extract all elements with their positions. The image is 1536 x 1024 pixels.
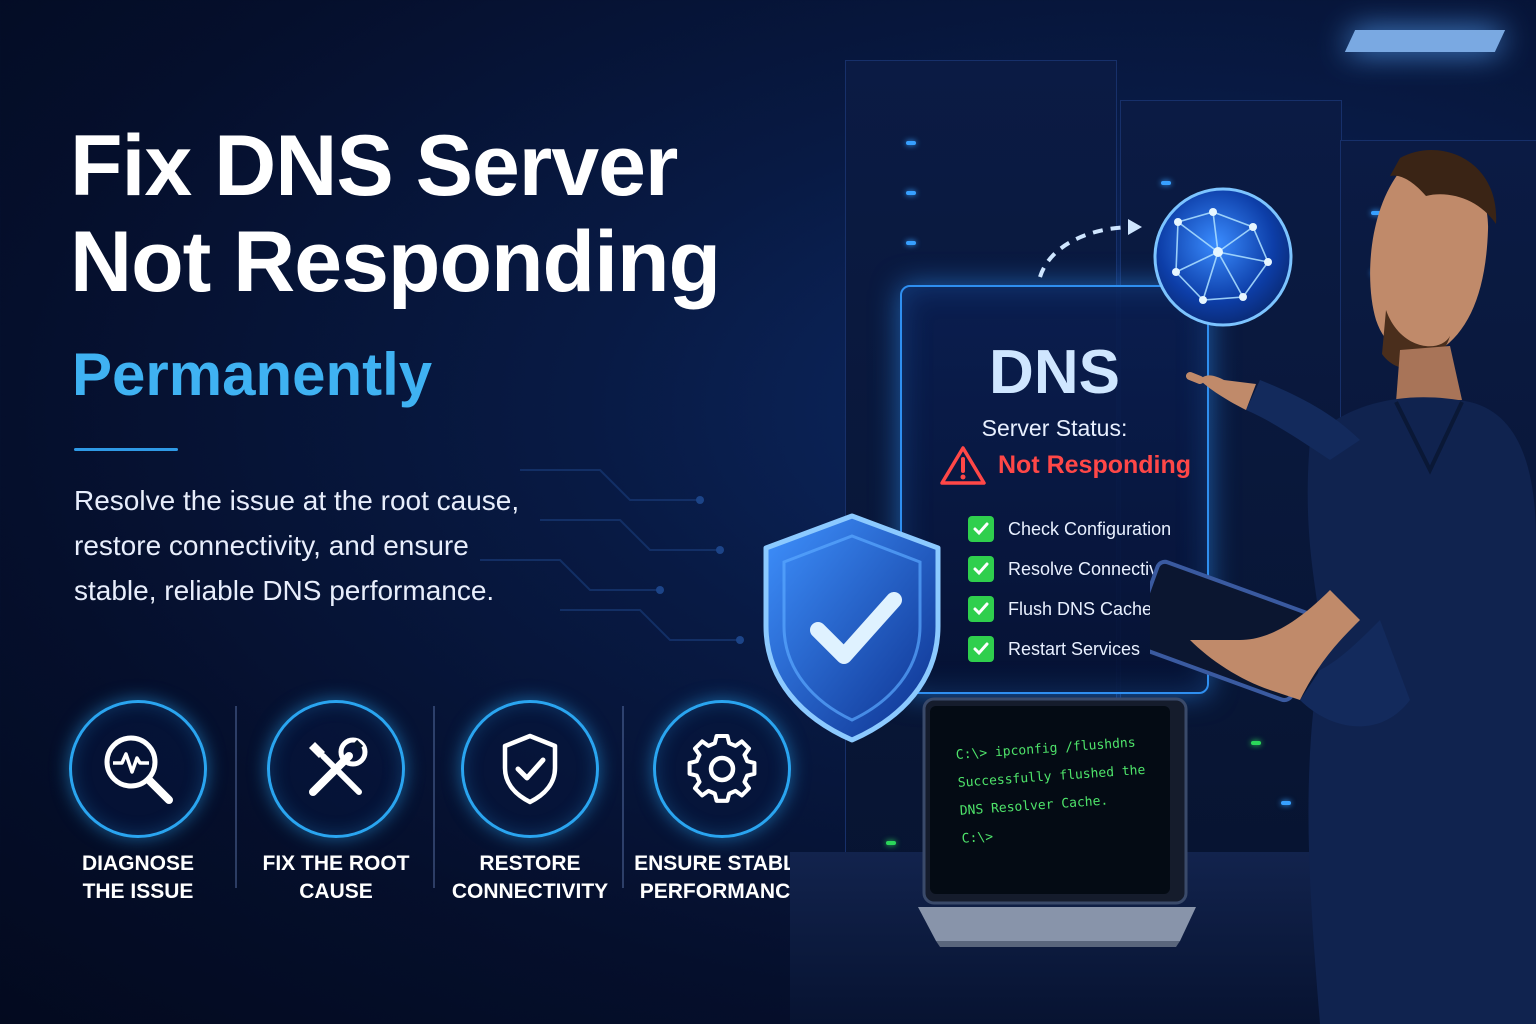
gear-icon [687, 733, 757, 803]
feature-divider [433, 706, 435, 888]
checklist-label: Restart Services [1008, 638, 1141, 659]
feature-diagnose: DIAGNOSE THE ISSUE [38, 700, 238, 906]
headline: Fix DNS Server Not Responding [70, 118, 721, 310]
dashed-arrow-icon [1038, 219, 1142, 278]
shield-check-icon [502, 733, 558, 805]
globe-network-icon [1153, 187, 1293, 327]
feature-label-line-2: CONNECTIVITY [451, 880, 609, 903]
checklist-item: Check Configuration [968, 509, 1176, 549]
magnifier-pulse-icon [104, 735, 173, 804]
wrench-screwdriver-icon [309, 737, 368, 796]
check-icon [968, 556, 994, 582]
status-row: Not Responding [940, 445, 1191, 485]
laptop-screen [930, 706, 1170, 894]
feature-label-line-1: RESTORE [479, 852, 581, 875]
feature-fix-root-cause: FIX THE ROOT CAUSE [236, 700, 436, 906]
headline-accent: Permanently [72, 341, 433, 408]
check-icon [968, 596, 994, 622]
status-text: Not Responding [998, 450, 1192, 479]
checklist-item: Restart Services [968, 629, 1176, 669]
feature-label-line-2: PERFORMANCE [639, 880, 805, 903]
checklist-label: Flush DNS Cache [1008, 598, 1153, 619]
checklist: Check Configuration Resolve Connectivity… [968, 509, 1176, 669]
headline-line-2: Not Responding [70, 214, 721, 310]
security-shield-icon [763, 513, 941, 743]
panel-title: DNS [989, 338, 1120, 407]
checklist-label: Resolve Connectivity [1008, 558, 1177, 579]
warning-icon [940, 446, 986, 485]
feature-divider [622, 706, 624, 888]
checklist-item: Flush DNS Cache [968, 589, 1176, 629]
terminal-output: C:\> ipconfig /flushdns Successfully flu… [955, 729, 1150, 854]
check-icon [968, 636, 994, 662]
checklist-item: Resolve Connectivity [968, 549, 1176, 589]
checklist-label: Check Configuration [1008, 518, 1172, 539]
feature-label-line-1: ENSURE STABLE [634, 852, 810, 875]
feature-divider [235, 706, 237, 888]
lead-text: Resolve the issue at the root cause, res… [74, 485, 520, 606]
technician-figure [1150, 150, 1536, 1024]
feature-label-line-2: CAUSE [299, 880, 373, 903]
ceiling-light [1344, 30, 1506, 52]
feature-label-line-1: FIX THE ROOT [262, 852, 410, 875]
feature-label-line-1: DIAGNOSE [81, 852, 194, 875]
panel-subtitle: Server Status: [981, 415, 1128, 441]
accent-rule [74, 448, 178, 451]
feature-ensure-stable: ENSURE STABLE PERFORMANCE [622, 700, 822, 906]
feature-restore-connectivity: RESTORE CONNECTIVITY [430, 700, 630, 906]
check-icon [968, 516, 994, 542]
feature-label-line-2: THE ISSUE [82, 880, 194, 903]
headline-line-1: Fix DNS Server [70, 118, 678, 214]
